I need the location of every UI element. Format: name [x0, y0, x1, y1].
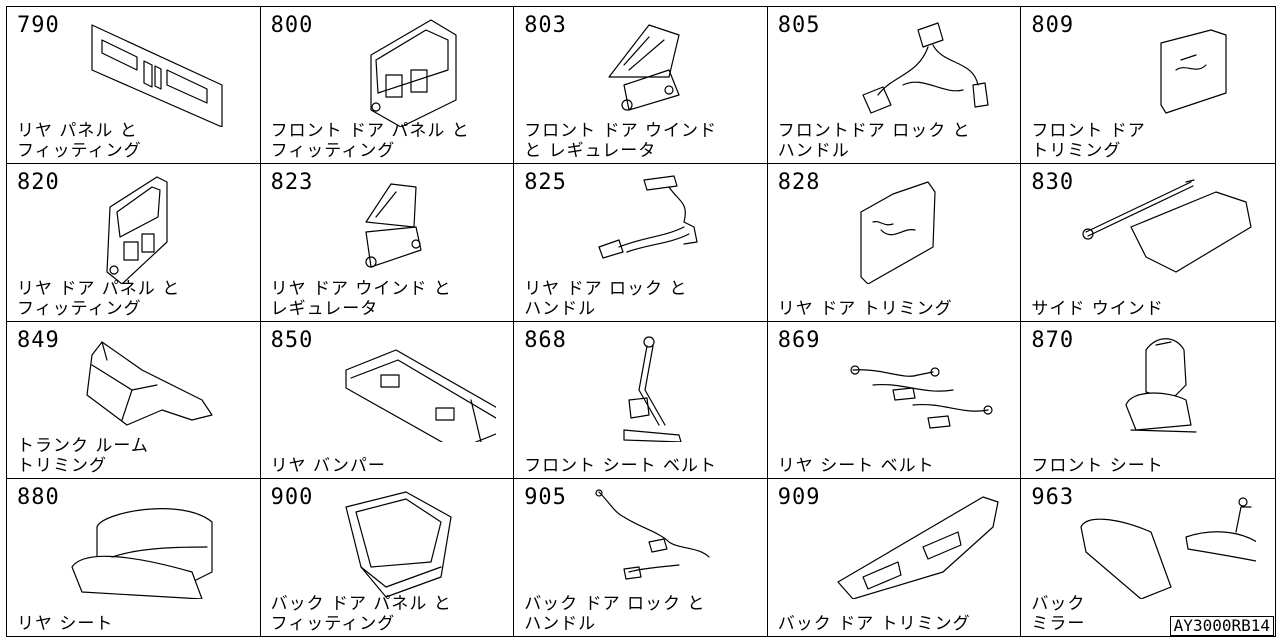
front-door-trim-icon	[1076, 15, 1256, 127]
category-963[interactable]: 963 バック ミラー	[1021, 479, 1275, 636]
category-label: フロント シート	[1031, 455, 1164, 476]
part-code: 825	[524, 170, 567, 196]
category-800[interactable]: 800 フロント ドア パネル と フィッティング	[260, 7, 515, 165]
category-label: リヤ ドア トリミング	[777, 298, 953, 319]
category-label: フロント シート ベルト	[524, 455, 717, 476]
category-label: リヤ パネル と フィッティング	[17, 121, 142, 162]
category-label: バック ドア パネル と フィッティング	[270, 594, 452, 634]
rear-bumper-icon	[316, 330, 507, 451]
front-door-window-regulator-icon	[569, 15, 749, 127]
part-code: 880	[17, 484, 60, 510]
category-909[interactable]: 909 バック ドア トリミング	[768, 478, 1022, 636]
category-823[interactable]: 823 リヤ ドア ウインド と レギュレータ	[260, 164, 515, 322]
rear-panel-icon	[62, 15, 242, 128]
category-label: サイド ウインド	[1031, 298, 1164, 319]
rear-door-window-regulator-icon	[316, 172, 496, 284]
part-code: 850	[270, 327, 314, 353]
category-809[interactable]: 809 フロント ドア トリミング	[1021, 7, 1275, 165]
category-label: リヤ シート ベルト	[777, 455, 935, 476]
category-820[interactable]: 820 リヤ ドア パネル と フィッティング	[7, 164, 261, 322]
part-code: 823	[270, 170, 314, 196]
part-code: 869	[777, 327, 821, 353]
trunk-room-trim-icon	[62, 330, 242, 442]
category-803[interactable]: 803 フロント ドア ウインド と レギュレータ	[514, 7, 768, 165]
part-code: 790	[17, 13, 60, 38]
category-870[interactable]: 870 フロント シート	[1021, 322, 1275, 479]
rear-door-lock-handle-icon	[569, 172, 749, 284]
rear-seat-belt-icon	[823, 330, 1003, 442]
part-code: 800	[270, 13, 314, 38]
part-code: 909	[777, 484, 821, 510]
category-label: リヤ バンパー	[270, 455, 386, 476]
front-seat-icon	[1076, 330, 1256, 442]
category-label: リヤ ドア パネル と フィッティング	[17, 278, 181, 319]
category-830[interactable]: 830 サイド ウインド	[1021, 164, 1275, 322]
category-825[interactable]: 825 リヤ ドア ロック と ハンドル	[514, 164, 768, 322]
part-code: 830	[1031, 170, 1075, 196]
category-label: フロント ドア パネル と フィッティング	[270, 121, 470, 162]
category-label: フロントドア ロック と ハンドル	[777, 121, 971, 162]
rear-seat-icon	[62, 487, 242, 600]
front-door-panel-icon	[316, 15, 496, 128]
category-label: リヤ ドア ウインド と レギュレータ	[270, 278, 452, 319]
parts-category-grid: 790 リヤ パネル と フィッティング 800 フロント ドア パネル と フ…	[6, 6, 1276, 637]
category-880[interactable]: 880 リヤ シート	[7, 478, 261, 636]
category-900[interactable]: 900 バック ドア パネル と フィッティング	[261, 478, 515, 636]
part-code: 809	[1031, 13, 1075, 38]
category-850[interactable]: 850 リヤ バンパー	[260, 321, 515, 479]
category-label: リヤ シート	[17, 614, 114, 634]
category-label: リヤ ドア ロック と ハンドル	[524, 278, 688, 319]
part-code: 820	[17, 170, 60, 196]
front-door-lock-handle-icon	[823, 15, 1003, 127]
part-code: 868	[524, 327, 567, 353]
category-label: トランク ルーム トリミング	[17, 435, 149, 476]
part-code: 828	[777, 170, 821, 196]
part-code: 870	[1031, 327, 1075, 353]
category-868[interactable]: 868 フロント シート ベルト	[514, 321, 768, 479]
part-code: 805	[777, 13, 821, 38]
part-code: 905	[524, 484, 567, 510]
category-label: バック ドア トリミング	[777, 614, 971, 634]
back-door-lock-handle-icon	[569, 487, 749, 599]
part-code: 803	[524, 13, 567, 38]
back-mirror-icon	[1076, 487, 1265, 600]
side-window-icon	[1076, 172, 1256, 284]
rear-door-trim-icon	[823, 172, 1003, 285]
category-label: バック ドア ロック と ハンドル	[524, 594, 706, 634]
category-790[interactable]: 790 リヤ パネル と フィッティング	[7, 7, 261, 165]
category-828[interactable]: 828 リヤ ドア トリミング	[767, 164, 1022, 322]
part-code: 963	[1031, 484, 1075, 510]
category-905[interactable]: 905 バック ドア ロック と ハンドル	[514, 478, 768, 636]
front-seat-belt-icon	[569, 330, 749, 443]
back-door-panel-icon	[316, 487, 496, 599]
rear-door-panel-icon	[62, 172, 242, 285]
category-label: フロント ドア トリミング	[1031, 121, 1146, 162]
part-code: 900	[270, 484, 314, 510]
category-label: バック ミラー	[1031, 594, 1086, 634]
category-label: フロント ドア ウインド と レギュレータ	[524, 121, 717, 162]
category-805[interactable]: 805 フロントドア ロック と ハンドル	[767, 7, 1022, 165]
category-869[interactable]: 869 リヤ シート ベルト	[767, 321, 1022, 479]
reference-code: AY3000RB14	[1169, 616, 1274, 636]
category-849[interactable]: 849 トランク ルーム トリミング	[7, 321, 261, 479]
part-code: 849	[17, 327, 60, 353]
back-door-trim-icon	[823, 487, 1003, 600]
